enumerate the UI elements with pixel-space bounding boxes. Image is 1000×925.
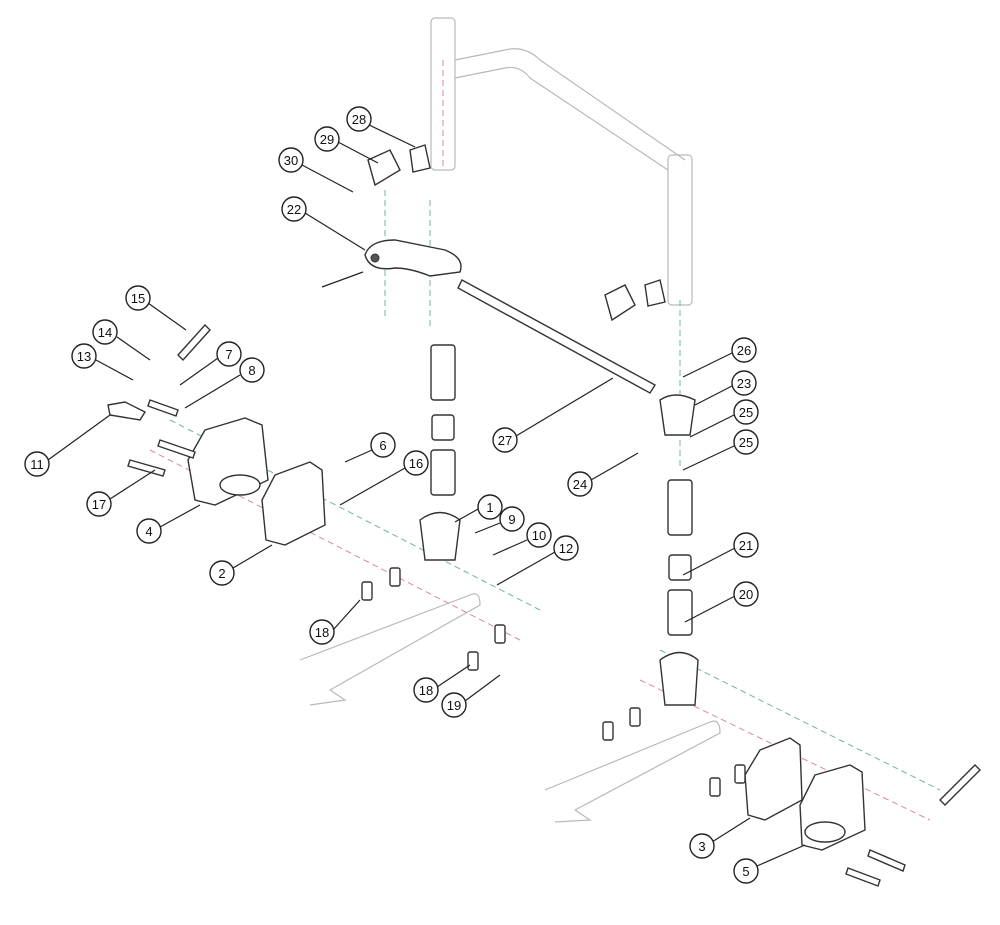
callout-14: 14 [92,319,118,345]
callout-8-label: 8 [248,363,255,378]
callout-28-label: 28 [352,112,366,127]
callout-2-label: 2 [218,566,225,581]
callout-23-label: 23 [737,376,751,391]
callout-2: 2 [209,560,235,586]
callout-17-label: 17 [92,497,106,512]
callout-30-label: 30 [284,153,298,168]
callout-29: 29 [314,126,340,152]
callout-26-label: 26 [737,343,751,358]
callout-17: 17 [86,491,112,517]
callout-23: 23 [731,370,757,396]
callout-20: 20 [733,581,759,607]
callout-18-left: 18 [309,619,335,645]
callout-24: 24 [567,471,593,497]
callout-14-label: 14 [98,325,112,340]
callout-7: 7 [216,341,242,367]
callout-3: 3 [689,833,715,859]
callout-27: 27 [492,427,518,453]
callout-9: 9 [499,506,525,532]
callout-11-label: 11 [30,457,44,472]
callout-25-lower: 25 [733,429,759,455]
callout-24-label: 24 [573,477,587,492]
callout-18-center: 18 [413,677,439,703]
callout-1-label: 1 [486,500,493,515]
callout-22: 22 [281,196,307,222]
callout-22-label: 22 [287,202,301,217]
callout-30: 30 [278,147,304,173]
callout-27-label: 27 [498,433,512,448]
callout-5: 5 [733,858,759,884]
callout-16-label: 16 [409,456,423,471]
callout-3-label: 3 [698,839,705,854]
callout-4-label: 4 [145,524,152,539]
callout-13-label: 13 [77,349,91,364]
callout-25-upper: 25 [733,399,759,425]
callout-10-label: 10 [532,528,546,543]
callout-29-label: 29 [320,132,334,147]
callout-8: 8 [239,357,265,383]
callout-12: 12 [553,535,579,561]
callout-12-label: 12 [559,541,573,556]
callout-4: 4 [136,518,162,544]
center-lines [149,60,941,821]
callout-20-label: 20 [739,587,753,602]
callout-1: 1 [477,494,503,520]
callout-28: 28 [346,106,372,132]
callout-11: 11 [24,451,50,477]
callout-15: 15 [125,285,151,311]
callout-25-upper-label: 25 [739,405,753,420]
callout-10: 10 [526,522,552,548]
callout-15-label: 15 [131,291,145,306]
callout-18-left-label: 18 [315,625,329,640]
callout-19: 19 [441,692,467,718]
callout-19-label: 19 [447,698,461,713]
callout-21-label: 21 [739,538,753,553]
parts [107,144,981,887]
callout-6-label: 6 [379,438,386,453]
callout-21: 21 [733,532,759,558]
leader-lines [47,122,806,867]
callout-16: 16 [403,450,429,476]
callout-25-lower-label: 25 [739,435,753,450]
callout-13: 13 [71,343,97,369]
callout-18-center-label: 18 [419,683,433,698]
callout-5-label: 5 [742,864,749,879]
callout-7-label: 7 [225,347,232,362]
callout-6: 6 [370,432,396,458]
callout-9-label: 9 [508,512,515,527]
callout-26: 26 [731,337,757,363]
frame-tubes [299,17,721,823]
